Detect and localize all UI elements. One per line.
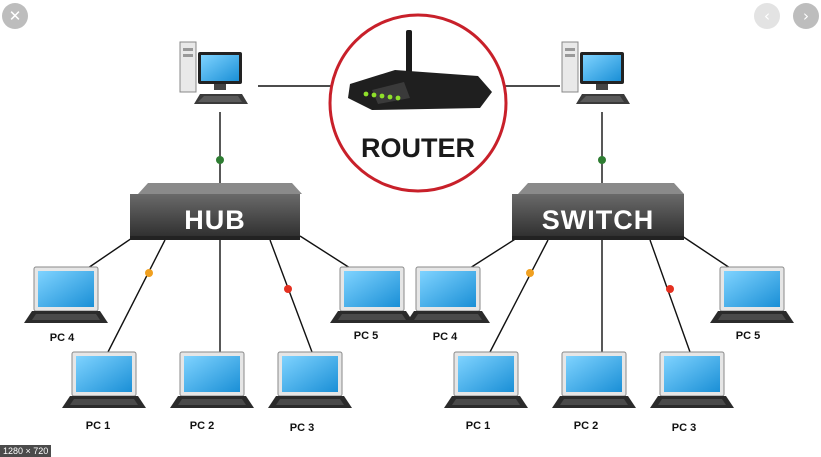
router-antenna bbox=[406, 30, 412, 82]
switch-pc1-icon bbox=[443, 351, 529, 409]
switch-pc3-icon bbox=[649, 351, 735, 409]
switch-pc5-icon bbox=[709, 266, 795, 324]
switch-pc2-icon bbox=[551, 351, 637, 409]
switch-pc3-led bbox=[666, 285, 674, 293]
switch-node: SWITCH bbox=[512, 183, 684, 240]
hub-pc5-label: PC 5 bbox=[354, 330, 378, 342]
switch-links bbox=[469, 235, 731, 353]
desktop-left-icon bbox=[179, 41, 249, 105]
hub-label: HUB bbox=[184, 205, 246, 235]
router-node: ROUTER bbox=[328, 13, 508, 193]
router-label: ROUTER bbox=[361, 133, 475, 163]
hub-uplink-led bbox=[216, 156, 224, 164]
hub-pc1-label: PC 1 bbox=[86, 420, 110, 432]
hub-pc4-label: PC 4 bbox=[50, 332, 75, 344]
hub-pc2-label: PC 2 bbox=[190, 420, 214, 432]
hub-pc4-icon bbox=[23, 266, 109, 324]
switch-box bbox=[512, 194, 684, 238]
switch-pc1-led bbox=[526, 269, 534, 277]
hub-pc3-led bbox=[284, 285, 292, 293]
switch-pc2-label: PC 2 bbox=[574, 420, 598, 432]
switch-label: SWITCH bbox=[542, 205, 654, 235]
hub-box bbox=[130, 194, 300, 238]
switch-pc1-label: PC 1 bbox=[466, 420, 490, 432]
switch-pc5-label: PC 5 bbox=[736, 330, 760, 342]
desktop-right-icon bbox=[561, 41, 631, 105]
hub-links bbox=[87, 235, 351, 353]
previous-image-icon[interactable]: ‹ bbox=[754, 3, 780, 29]
switch-pc4-label: PC 4 bbox=[433, 331, 458, 343]
hub-pc3-icon bbox=[267, 351, 353, 409]
image-dimensions-badge: 1280 × 720 bbox=[0, 445, 52, 457]
hub-node: HUB bbox=[130, 183, 302, 240]
switch-pc4-icon bbox=[405, 266, 491, 324]
hub-pc1-icon bbox=[61, 351, 147, 409]
hub-pc1-led bbox=[145, 269, 153, 277]
close-icon[interactable]: ✕ bbox=[2, 3, 28, 29]
next-image-icon[interactable]: › bbox=[793, 3, 819, 29]
switch-pc3-label: PC 3 bbox=[672, 422, 696, 434]
hub-pc5-icon bbox=[329, 266, 415, 324]
switch-uplink-led bbox=[598, 156, 606, 164]
hub-pc2-icon bbox=[169, 351, 255, 409]
hub-pc3-label: PC 3 bbox=[290, 422, 314, 434]
